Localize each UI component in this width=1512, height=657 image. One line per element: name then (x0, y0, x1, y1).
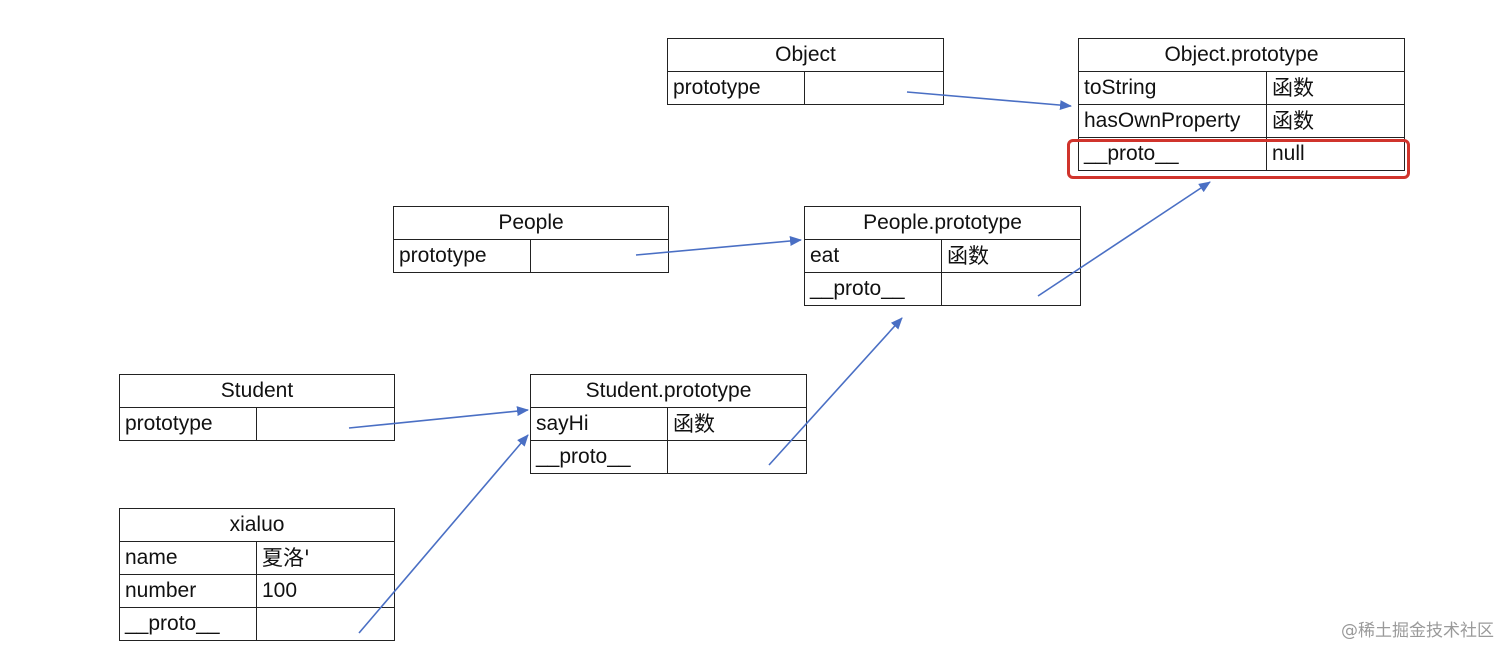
tostring-value: 函数 (1266, 71, 1405, 105)
number-value: 100 (256, 574, 395, 608)
arrow-student-prototype-to-people-prototype (768, 317, 903, 466)
xialuo-proto-value (256, 607, 395, 641)
object-prototype-value (803, 71, 945, 105)
student-title: Student (119, 374, 395, 408)
xialuo-title: xialuo (119, 508, 395, 542)
hasownproperty-key: hasOwnProperty (1078, 104, 1267, 138)
people-box: People prototype (392, 206, 670, 273)
student-prototype-title: Student.prototype (529, 374, 808, 408)
people-prototype-key: prototype (393, 239, 531, 273)
arrow-xialuo-to-student-prototype (358, 434, 529, 634)
student-prototype-proto-value (666, 440, 808, 474)
people-prototype-value (529, 239, 670, 273)
object-prototype-key: prototype (667, 71, 805, 105)
student-box: Student prototype (119, 374, 395, 441)
object-prototype-title: Object.prototype (1078, 38, 1405, 72)
student-prototype-box: Student.prototype sayHi 函数 __proto__ (529, 374, 808, 474)
object-prototype-proto-value: null (1266, 137, 1405, 171)
null-proto-highlight (1067, 139, 1410, 179)
arrow-student-to-student-prototype (348, 406, 529, 429)
student-prototype-key: prototype (119, 407, 257, 441)
sayhi-value: 函数 (666, 407, 808, 441)
arrow-people-prototype-to-object-prototype (1037, 181, 1211, 297)
xialuo-proto-key: __proto__ (119, 607, 257, 641)
name-key: name (119, 541, 257, 575)
object-box: Object prototype (666, 38, 945, 105)
xialuo-box: xialuo name 夏洛' number 100 __proto__ (119, 508, 395, 641)
people-prototype-proto-key: __proto__ (804, 272, 942, 306)
eat-value: 函数 (940, 239, 1082, 273)
people-prototype-title: People.prototype (803, 206, 1082, 240)
people-prototype-box: People.prototype eat 函数 __proto__ (803, 206, 1082, 306)
people-prototype-proto-value (940, 272, 1082, 306)
arrow-object-to-object-prototype (906, 91, 1072, 111)
student-prototype-value (256, 407, 395, 441)
arrow-people-to-people-prototype (635, 236, 802, 256)
watermark: @稀土掘金技术社区 (1341, 621, 1494, 641)
eat-key: eat (804, 239, 942, 273)
name-value: 夏洛' (256, 541, 395, 575)
object-title: Object (666, 38, 945, 72)
student-prototype-proto-key: __proto__ (530, 440, 668, 474)
object-prototype-proto-key: __proto__ (1078, 137, 1267, 171)
hasownproperty-value: 函数 (1266, 104, 1405, 138)
object-prototype-box: Object.prototype toString 函数 hasOwnPrope… (1078, 38, 1405, 171)
